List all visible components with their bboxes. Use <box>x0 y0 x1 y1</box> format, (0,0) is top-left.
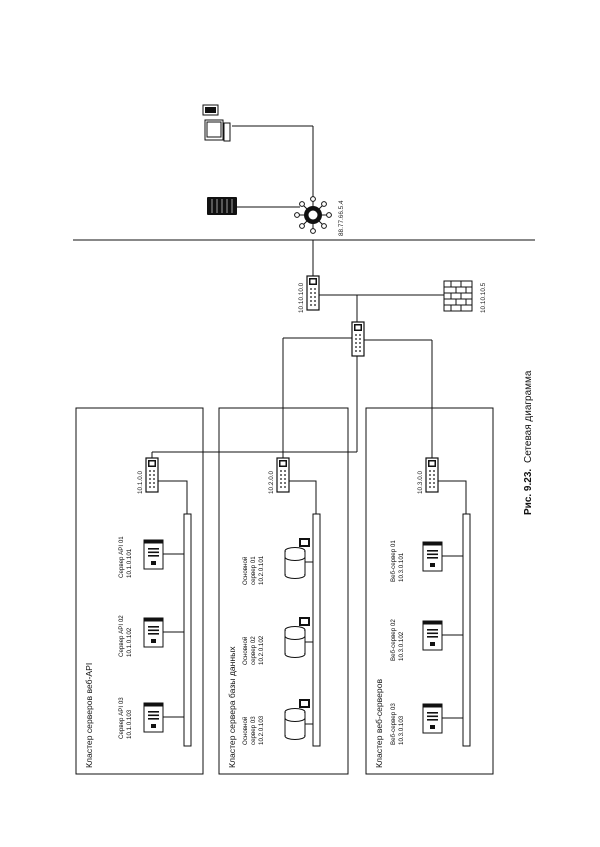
server-name-label: Веб-сервер 01 <box>390 540 397 582</box>
server-name-line2-label: сервер 02 <box>250 636 257 665</box>
figure-caption: Рис. 9.23. Сетевая диаграмма <box>523 370 534 515</box>
db-switch-ip-label: 10.2.0.0 <box>268 470 275 494</box>
server-ip-label: 10.1.0.103 <box>126 709 133 739</box>
router-ip-label: 88.77.66.5.4 <box>338 200 345 236</box>
server-name-label: Сервер API 03 <box>118 697 125 739</box>
server-ip-label: 10.2.0.102 <box>258 635 265 665</box>
server-icon <box>422 541 443 572</box>
server-ip-label: 10.3.0.103 <box>398 715 405 745</box>
storage-array-icon <box>207 197 237 215</box>
server-ip-label: 10.3.0.101 <box>398 552 405 582</box>
database-icon <box>284 616 311 658</box>
server-icon <box>422 703 443 734</box>
server-name-label: Сервер API 02 <box>118 615 125 657</box>
api-switch-ip-label: 10.1.0.0 <box>137 470 144 494</box>
core-switch-icon <box>351 321 365 357</box>
server-icon <box>422 620 443 651</box>
cluster-box-db <box>218 407 349 775</box>
server-name-label: Веб-сервер 02 <box>390 619 397 661</box>
server-name-label: Сервер API 01 <box>118 536 125 578</box>
server-icon <box>143 617 164 648</box>
server-ip-label: 10.2.0.101 <box>258 555 265 585</box>
router-icon <box>294 196 332 234</box>
cluster-title-web: Кластер веб-серверов <box>374 679 384 768</box>
database-icon <box>284 698 311 740</box>
server-name-label: Основной <box>242 636 249 665</box>
firewall-icon <box>443 280 473 312</box>
db-bus-bar <box>312 513 321 747</box>
firewall-ip-label: 10.10.10.5 <box>480 282 487 313</box>
workstation-icon <box>202 104 231 142</box>
server-name-line2-label: сервер 03 <box>250 716 257 745</box>
web-bus-bar <box>462 513 471 747</box>
figure-caption-text: Сетевая диаграмма <box>523 370 534 463</box>
db-switch-icon <box>276 457 290 493</box>
figure-caption-number: Рис. 9.23. <box>523 469 534 515</box>
server-name-label: Основной <box>242 716 249 745</box>
web-switch-ip-label: 10.3.0.0 <box>417 470 424 494</box>
server-icon <box>143 539 164 570</box>
gateway-switch-ip-label: 10.10.10.0 <box>298 282 305 313</box>
server-icon <box>143 702 164 733</box>
api-switch-icon <box>145 457 159 493</box>
gateway-switch-icon <box>306 275 320 311</box>
server-ip-label: 10.1.0.102 <box>126 627 133 657</box>
server-ip-label: 10.3.0.102 <box>398 631 405 661</box>
server-ip-label: 10.2.0.103 <box>258 715 265 745</box>
api-bus-bar <box>183 513 192 747</box>
server-name-label: Веб-сервер 03 <box>390 703 397 745</box>
database-icon <box>284 537 311 579</box>
cluster-title-api: Кластер серверов веб-API <box>84 663 94 768</box>
server-name-label: Основной <box>242 556 249 585</box>
cluster-box-api <box>75 407 204 775</box>
cluster-title-db: Кластер сервера базы данных <box>227 646 237 768</box>
cluster-box-web <box>365 407 494 775</box>
web-switch-icon <box>425 457 439 493</box>
server-name-line2-label: сервер 01 <box>250 556 257 585</box>
server-ip-label: 10.1.0.101 <box>126 548 133 578</box>
